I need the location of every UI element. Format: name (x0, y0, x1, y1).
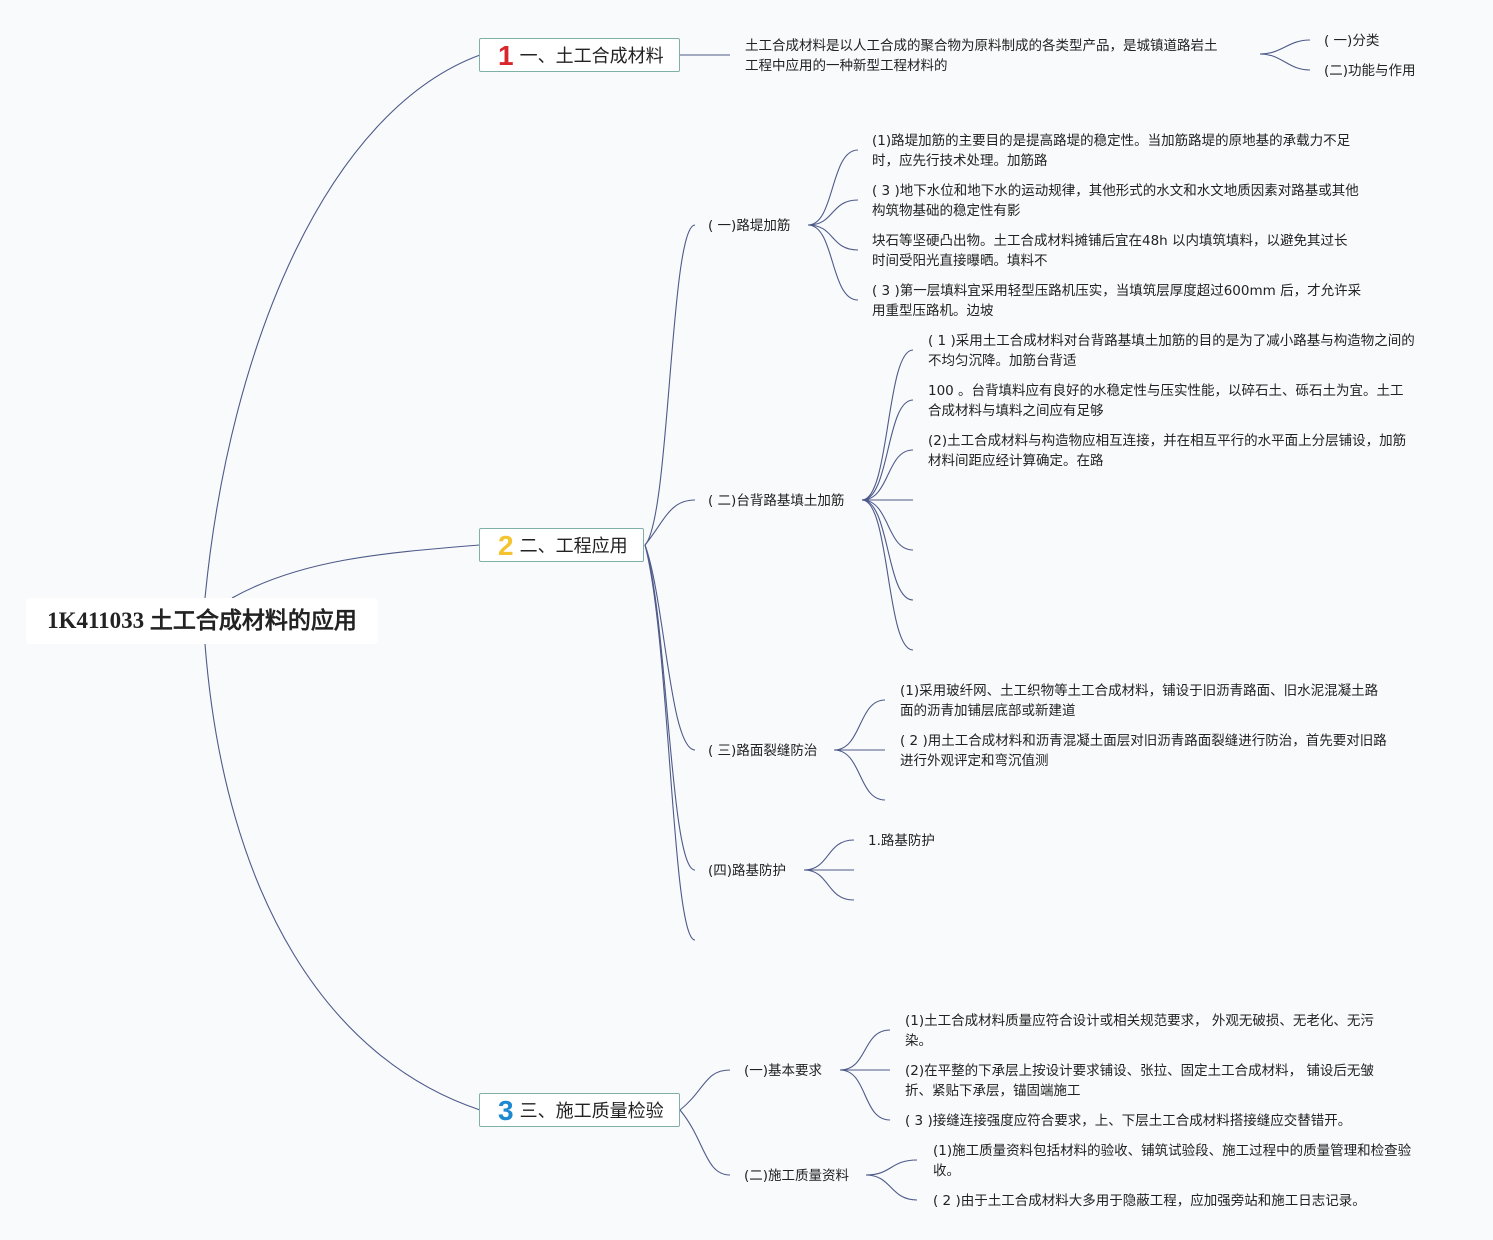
leaf-line: ( 2 )由于土工合成材料大多用于隐蔽工程，应加强旁站和施工日志记录。 (933, 1193, 1366, 1209)
number-1-icon: 1 (498, 40, 514, 71)
leaf-line: 收。 (933, 1163, 960, 1179)
leaf-line: 染。 (905, 1033, 932, 1049)
section1-item-function[interactable]: (二)功能与作用 (1324, 63, 1416, 79)
leaf-3-2-2[interactable]: ( 2 )由于土工合成材料大多用于隐蔽工程，应加强旁站和施工日志记录。 (933, 1191, 1463, 1211)
main-topic-2-label: 二、工程应用 (519, 536, 628, 557)
leaf-2-3-1[interactable]: (1)采用玻纤网、土工织物等土工合成材料，铺设于旧沥青路面、旧水泥混凝土路 面的… (900, 681, 1420, 721)
leaf-line: 面的沥青加铺层底部或新建道 (900, 703, 1076, 719)
subtopic-abutment-backfill[interactable]: ( 二)台背路基填土加筋 (708, 493, 845, 509)
leaf-2-1-1[interactable]: (1)路堤加筋的主要目的是提高路堤的稳定性。当加筋路堤的原地基的承载力不足 时，… (872, 131, 1382, 171)
leaf-line: 进行外观评定和弯沉值测 (900, 753, 1049, 769)
leaf-line: 时，应先行技术处理。加筋路 (872, 153, 1048, 169)
leaf-3-1-2[interactable]: (2)在平整的下承层上按设计要求铺设、张拉、固定土工合成材料， 铺设后无皱 折、… (905, 1061, 1425, 1101)
leaf-line: ( 3 )接缝连接强度应符合要求，上、下层土工合成材料搭接缝应交替错开。 (905, 1113, 1352, 1129)
section1-item-classification[interactable]: ( 一)分类 (1324, 33, 1380, 49)
leaf-2-4-1[interactable]: 1.路基防护 (868, 833, 935, 849)
leaf-line: ( 2 )用土工合成材料和沥青混凝土面层对旧沥青路面裂缝进行防治，首先要对旧路 (900, 733, 1387, 749)
number-3-icon: 3 (498, 1095, 514, 1126)
leaf-2-2-3[interactable]: (2)土工合成材料与构造物应相互连接，并在相互平行的水平面上分层铺设，加筋 材料… (928, 431, 1448, 471)
subtopic-crack-prevention[interactable]: ( 三)路面裂缝防治 (708, 743, 818, 759)
leaf-2-3-2[interactable]: ( 2 )用土工合成材料和沥青混凝土面层对旧沥青路面裂缝进行防治，首先要对旧路 … (900, 731, 1420, 771)
leaf-2-1-3[interactable]: 块石等坚硬凸出物。土工合成材料摊铺后宜在48h 以内填筑填料，以避免其过长 时间… (872, 231, 1382, 271)
number-2-icon: 2 (498, 530, 514, 561)
main-topic-1-label: 一、土工合成材料 (519, 46, 664, 67)
subtopic-subgrade-protection[interactable]: (四)路基防护 (708, 863, 787, 879)
leaf-2-2-1[interactable]: ( 1 )采用土工合成材料对台背路基填土加筋的目的是为了减小路基与构造物之间的 … (928, 331, 1448, 371)
leaf-line: 时间受阳光直接曝晒。填料不 (872, 253, 1048, 269)
leaf-3-1-1[interactable]: (1)土工合成材料质量应符合设计或相关规范要求， 外观无破损、无老化、无污 染。 (905, 1011, 1425, 1051)
section1-description[interactable]: 土工合成材料是以人工合成的聚合物为原料制成的各类型产品，是城镇道路岩土 工程中应… (745, 36, 1245, 76)
leaf-line: (2)在平整的下承层上按设计要求铺设、张拉、固定土工合成材料， 铺设后无皱 (905, 1063, 1374, 1079)
leaf-3-2-1[interactable]: (1)施工质量资料包括材料的验收、铺筑试验段、施工过程中的质量管理和检查验 收。 (933, 1141, 1463, 1181)
leaf-line: ( 1 )采用土工合成材料对台背路基填土加筋的目的是为了减小路基与构造物之间的 (928, 333, 1415, 349)
root-topic[interactable]: 1K411033 土工合成材料的应用 (26, 598, 378, 644)
leaf-line: (2)土工合成材料与构造物应相互连接，并在相互平行的水平面上分层铺设，加筋 (928, 433, 1407, 449)
leaf-line: 折、紧贴下承层，锚固端施工 (905, 1083, 1081, 1099)
leaf-line: ( 3 )第一层填料宜采用轻型压路机压实，当填筑层厚度超过600mm 后，才允许… (872, 283, 1362, 299)
leaf-line: 不均匀沉降。加筋台背适 (928, 353, 1077, 369)
leaf-line: (1)土工合成材料质量应符合设计或相关规范要求， 外观无破损、无老化、无污 (905, 1013, 1374, 1029)
leaf-line: 材料间距应经计算确定。在路 (928, 453, 1104, 469)
section1-description-line2: 工程中应用的一种新型工程材料的 (745, 58, 948, 74)
leaf-line: (1)施工质量资料包括材料的验收、铺筑试验段、施工过程中的质量管理和检查验 (933, 1143, 1412, 1159)
subtopic-quality-records[interactable]: (二)施工质量资料 (744, 1168, 850, 1184)
leaf-2-1-4[interactable]: ( 3 )第一层填料宜采用轻型压路机压实，当填筑层厚度超过600mm 后，才允许… (872, 281, 1382, 321)
leaf-line: 用重型压路机。边坡 (872, 303, 994, 319)
section1-description-line1: 土工合成材料是以人工合成的聚合物为原料制成的各类型产品，是城镇道路岩土 (745, 38, 1218, 54)
leaf-line: ( 3 )地下水位和地下水的运动规律，其他形式的水文和水文地质因素对路基或其他 (872, 183, 1359, 199)
leaf-line: 100 。台背填料应有良好的水稳定性与压实性能，以碎石土、砾石土为宜。土工 (928, 383, 1404, 399)
main-topic-3-label: 三、施工质量检验 (519, 1101, 664, 1122)
leaf-line: (1)路堤加筋的主要目的是提高路堤的稳定性。当加筋路堤的原地基的承载力不足 (872, 133, 1351, 149)
leaf-line: 合成材料与填料之间应有足够 (928, 403, 1104, 419)
leaf-2-2-2[interactable]: 100 。台背填料应有良好的水稳定性与压实性能，以碎石土、砾石土为宜。土工 合成… (928, 381, 1448, 421)
leaf-line: 块石等坚硬凸出物。土工合成材料摊铺后宜在48h 以内填筑填料，以避免其过长 (872, 233, 1348, 249)
leaf-3-1-3[interactable]: ( 3 )接缝连接强度应符合要求，上、下层土工合成材料搭接缝应交替错开。 (905, 1111, 1425, 1131)
leaf-2-1-2[interactable]: ( 3 )地下水位和地下水的运动规律，其他形式的水文和水文地质因素对路基或其他 … (872, 181, 1382, 221)
leaf-line: (1)采用玻纤网、土工织物等土工合成材料，铺设于旧沥青路面、旧水泥混凝土路 (900, 683, 1379, 699)
subtopic-embankment-reinforcement[interactable]: ( 一)路堤加筋 (708, 218, 791, 234)
leaf-line: 构筑物基础的稳定性有影 (872, 203, 1021, 219)
subtopic-basic-requirements[interactable]: (一)基本要求 (744, 1063, 823, 1079)
